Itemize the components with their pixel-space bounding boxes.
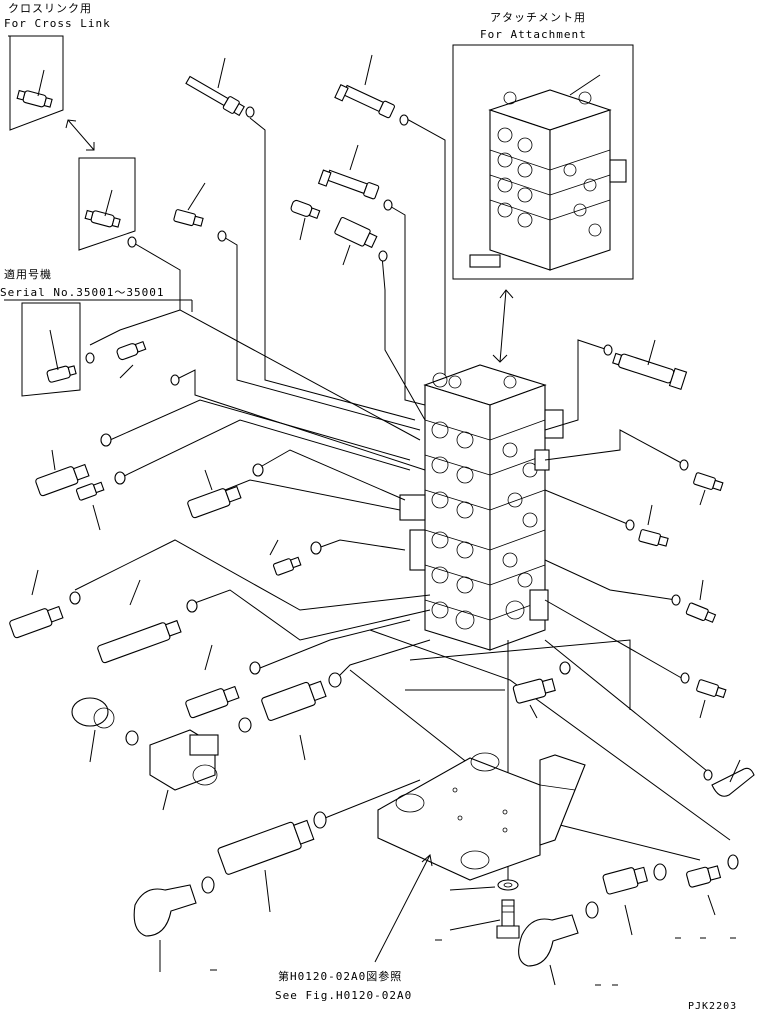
fitting-coupler-bottom-2 bbox=[686, 865, 722, 888]
leader-lines bbox=[74, 117, 731, 880]
fitting-cap-1 bbox=[71, 697, 115, 763]
see-fig-label-en: See Fig.H0120-02A0 bbox=[275, 989, 412, 1002]
o-rings bbox=[69, 106, 739, 919]
fitting-long-pipe-right bbox=[612, 352, 688, 390]
fitting-coupler-3 bbox=[187, 485, 242, 519]
fitting-elbow-block bbox=[149, 729, 219, 811]
fitting-elbow-top-3 bbox=[317, 169, 380, 200]
fitting-elbow-bottom-2 bbox=[518, 914, 579, 986]
fitting-coupler-6 bbox=[261, 680, 327, 721]
serial-label-en: Serial No.35001～35001 bbox=[0, 286, 164, 299]
fitting-adapter-right-4 bbox=[696, 679, 727, 699]
fitting-adapter-2 bbox=[75, 481, 105, 501]
attachment-label-jp: アタッチメント用 bbox=[490, 11, 586, 24]
fitting-adapter-right-3 bbox=[685, 602, 717, 623]
fitting-elbow-top-1 bbox=[185, 75, 245, 117]
serial-label-jp: 適用号機 bbox=[4, 267, 52, 281]
fitting-adapter-3 bbox=[272, 556, 302, 576]
attachment-label-en: For Attachment bbox=[480, 28, 587, 41]
swap-arrow bbox=[65, 119, 95, 151]
attachment-link-arrow bbox=[492, 289, 514, 363]
washer bbox=[449, 879, 519, 891]
see-fig-label-jp: 第H0120-02A0図参照 bbox=[278, 969, 402, 983]
cross-link-label-en: For Cross Link bbox=[4, 17, 111, 30]
cross-link-inset-1 bbox=[8, 35, 64, 131]
mounting-bracket bbox=[377, 752, 586, 881]
fitting-coupler-5 bbox=[185, 685, 240, 719]
fitting-elbow-right bbox=[711, 759, 755, 797]
bracket-reference-arrow bbox=[421, 854, 433, 867]
serial-inset bbox=[4, 299, 193, 397]
attachment-inset bbox=[452, 44, 634, 280]
cross-link-inset-2 bbox=[78, 157, 136, 251]
ref-ticks bbox=[210, 937, 736, 986]
fitting-adapter-right-1 bbox=[693, 472, 724, 492]
fitting-coupler-mid bbox=[512, 678, 556, 704]
drawing-code: PJK2203 bbox=[688, 1001, 737, 1012]
bolt bbox=[449, 899, 520, 939]
fitting-coupler-4 bbox=[9, 605, 64, 639]
fitting-long-pipe-1 bbox=[97, 619, 182, 664]
fitting-coupler-1 bbox=[334, 216, 378, 249]
fitting-elbow-bottom-1 bbox=[133, 884, 197, 972]
fitting-adapter-1 bbox=[173, 209, 204, 227]
bracket-reference-leader bbox=[374, 854, 431, 963]
fitting-elbow-3 bbox=[116, 340, 147, 361]
fitting-elbow-top-2 bbox=[334, 84, 395, 119]
fitting-long-coupler bbox=[217, 819, 315, 875]
fitting-elbow-2 bbox=[290, 199, 321, 220]
control-valve-block bbox=[399, 364, 564, 651]
cross-link-label-jp: クロスリンク用 bbox=[8, 2, 92, 15]
fitting-coupler-2 bbox=[35, 463, 90, 497]
fitting-adapter-right-2 bbox=[638, 529, 669, 547]
fitting-coupler-bottom-1 bbox=[602, 866, 649, 895]
